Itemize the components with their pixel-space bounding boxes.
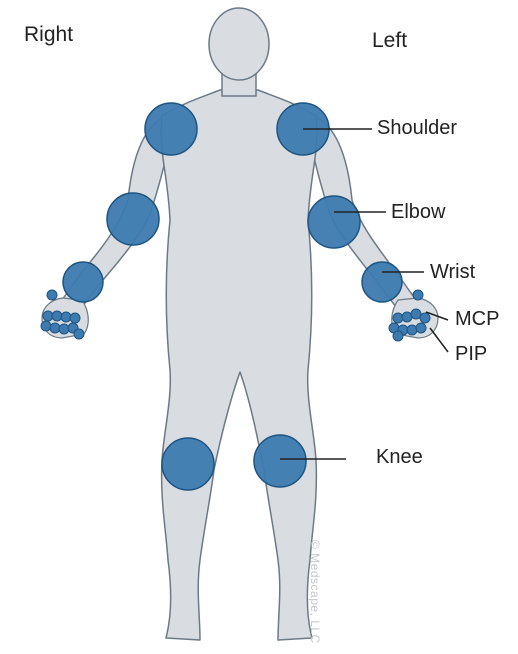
joint-right-thumb bbox=[47, 290, 57, 300]
joint-left-pip bbox=[416, 323, 426, 333]
head bbox=[209, 8, 269, 80]
joint-right-pip bbox=[74, 329, 84, 339]
joint-left-mcp bbox=[420, 313, 430, 323]
joint-right-pip bbox=[41, 321, 51, 331]
joint-left-mcp bbox=[402, 312, 412, 322]
shoulder-label: Shoulder bbox=[377, 118, 457, 138]
joint-right-elbow bbox=[107, 193, 159, 245]
joint-right-pip bbox=[59, 324, 69, 334]
pip-label: PIP bbox=[455, 344, 487, 364]
joint-right-mcp bbox=[70, 313, 80, 323]
joint-right-wrist bbox=[63, 262, 103, 302]
knee-label: Knee bbox=[376, 447, 423, 467]
joint-left-mcp bbox=[411, 309, 421, 319]
joint-right-mcp bbox=[61, 312, 71, 322]
joint-left-pip bbox=[407, 325, 417, 335]
joint-left-mcp bbox=[393, 313, 403, 323]
joint-left-wrist bbox=[362, 262, 402, 302]
joint-right-shoulder bbox=[145, 103, 197, 155]
joint-left-knee bbox=[254, 435, 306, 487]
joint-right-mcp bbox=[52, 311, 62, 321]
orientation-left-label: Left bbox=[372, 30, 407, 51]
leader-pip bbox=[430, 328, 448, 352]
wrist-label: Wrist bbox=[430, 262, 475, 282]
joint-left-pip bbox=[393, 331, 403, 341]
mcp-label: MCP bbox=[455, 309, 499, 329]
orientation-right-label: Right bbox=[24, 24, 73, 45]
elbow-label: Elbow bbox=[391, 202, 445, 222]
copyright-watermark: © Medscape, LLC bbox=[308, 540, 322, 644]
body-silhouette bbox=[62, 8, 416, 640]
joint-right-pip bbox=[50, 323, 60, 333]
torso-legs bbox=[161, 90, 317, 640]
joint-left-thumb bbox=[413, 290, 423, 300]
joint-right-knee bbox=[162, 438, 214, 490]
joint-left-elbow bbox=[308, 196, 360, 248]
